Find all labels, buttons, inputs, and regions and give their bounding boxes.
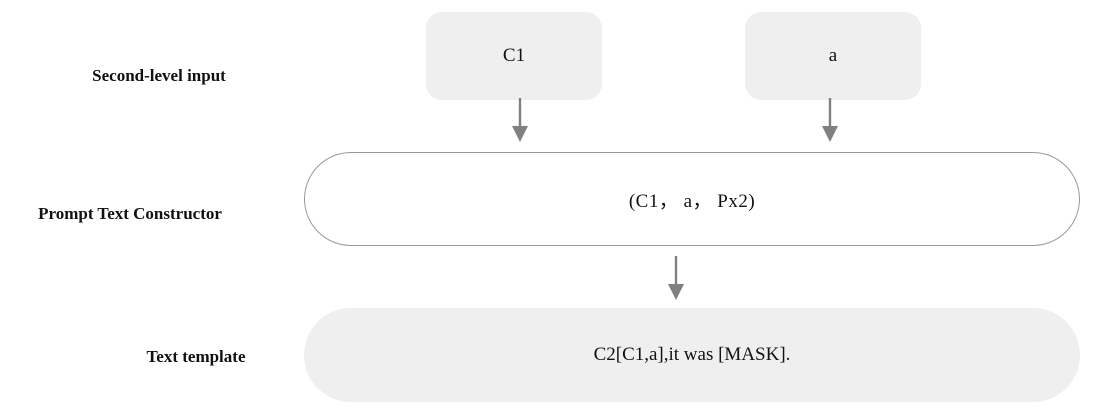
text-template-content: C2[C1,a],it was [MASK]. — [593, 344, 791, 365]
arrow-c1-to-constructor — [512, 98, 528, 142]
prompt-text-constructor-box: (C1， a， Px2) — [304, 152, 1080, 246]
input-box-a: a — [745, 12, 921, 100]
input-box-a-text: a — [828, 45, 838, 66]
input-box-c1: C1 — [426, 12, 602, 100]
input-box-c1-text: C1 — [502, 45, 526, 66]
constructor-tuple-text: (C1， a， Px2) — [628, 190, 756, 212]
text-template-box: C2[C1,a],it was [MASK]. — [304, 308, 1080, 402]
arrow-a-to-constructor — [822, 98, 838, 142]
arrow-constructor-to-template — [668, 256, 684, 300]
label-prompt-text-constructor: Prompt Text Constructor — [38, 204, 222, 223]
label-second-level-input: Second-level input — [92, 66, 226, 85]
label-text-template: Text template — [146, 347, 246, 366]
